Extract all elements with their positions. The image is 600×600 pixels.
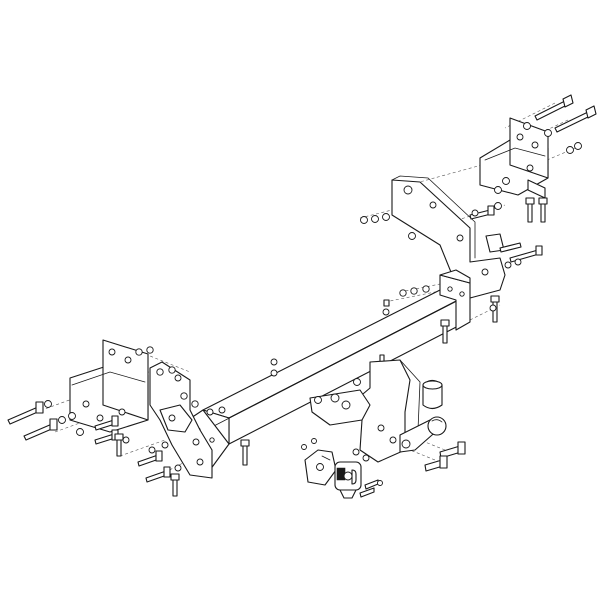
tow-ball-cap <box>422 379 443 410</box>
left-side-plate <box>149 361 213 479</box>
left-bracket-bolts <box>7 346 199 457</box>
left-rear-bracket <box>69 339 149 433</box>
hitch-mount-plate <box>309 359 421 463</box>
main-cross-beam <box>187 269 471 471</box>
tow-ball-neck <box>399 416 447 453</box>
left-lower-bolts <box>137 406 226 497</box>
tow-ball-bolts <box>424 441 466 472</box>
right-rear-bracket <box>479 117 549 199</box>
right-bracket-bolts <box>494 94 597 223</box>
right-plate-fasteners <box>360 205 543 269</box>
socket-bracket <box>301 438 337 486</box>
electrical-socket <box>334 461 362 499</box>
socket-fasteners <box>352 448 383 498</box>
beam-bolts <box>240 285 500 466</box>
right-side-plate <box>391 175 506 299</box>
